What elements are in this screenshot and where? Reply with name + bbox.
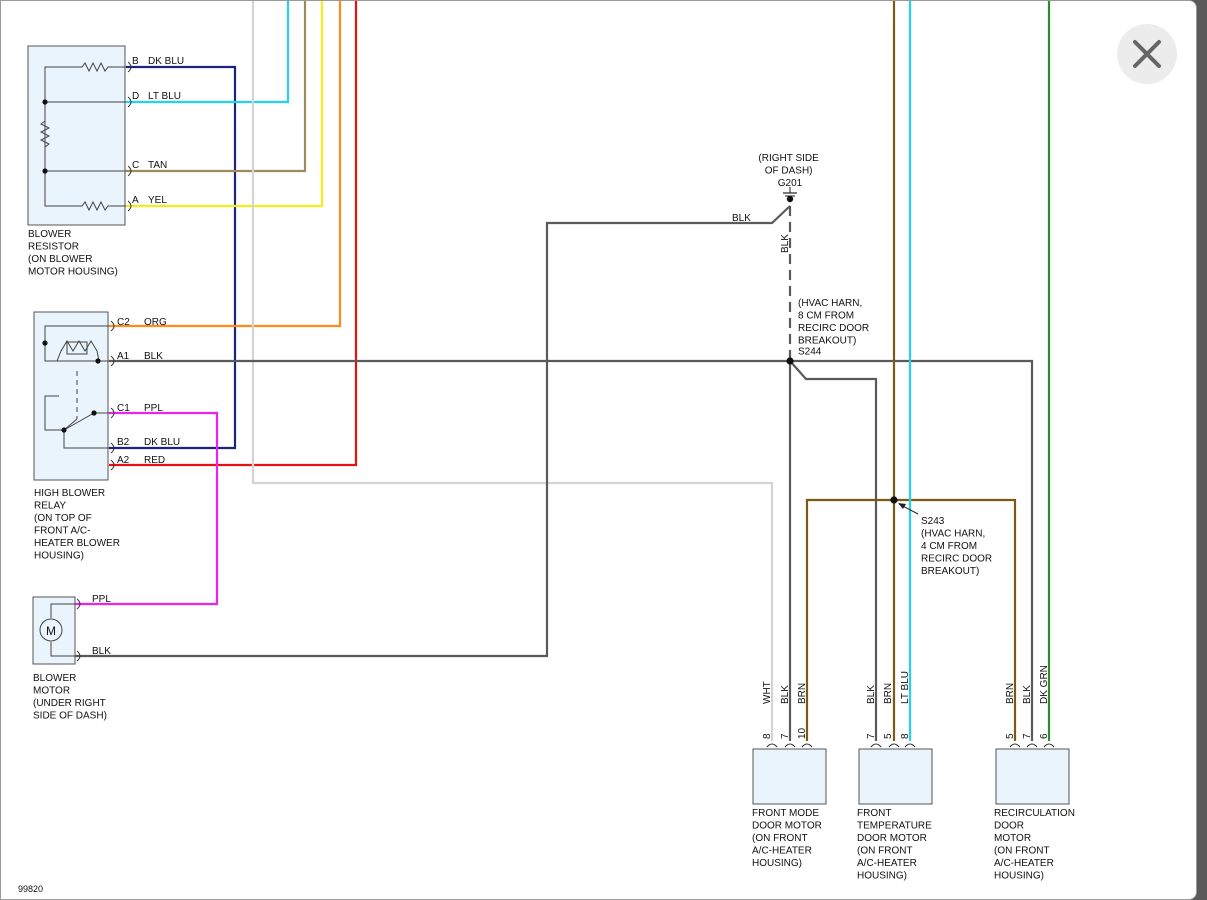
wire-red [109, 1, 358, 467]
mode-wire-blk: BLK [780, 685, 791, 704]
temp-pin-7: 7 [866, 733, 877, 739]
high-blower-relay-label: HIGH BLOWER RELAY (ON TOP OF FRONT A/C- … [34, 488, 123, 562]
labels: B DK BLU D LT BLU C TAN A YEL C2 ORG A1 … [18, 56, 1078, 894]
door-motor-connectors [766, 743, 1055, 748]
high-blower-relay [33, 311, 109, 481]
resistor-wire-d: LT BLU [148, 91, 181, 102]
mode-wire-brn: BRN [797, 683, 808, 704]
recirc-pin-7: 7 [1022, 733, 1033, 739]
relay-pin-b2: B2 [117, 437, 130, 448]
resistor-pin-b: B [132, 56, 139, 67]
resistor-pin-a: A [132, 195, 139, 206]
resistor-pin-c: C [132, 160, 139, 171]
wire-wht [251, 1, 774, 741]
front-mode-door-motor-label: FRONT MODE DOOR MOTOR (ON FRONT A/C-HEAT… [752, 808, 825, 869]
relay-wire-c1: PPL [144, 403, 163, 414]
recirculation-door-motor-label: RECIRCULATION DOOR MOTOR (ON FRONT A/C-H… [994, 808, 1078, 882]
front-mode-door-motor [752, 748, 827, 805]
resistor-wire-b: DK BLU [148, 56, 184, 67]
splice-s243-dot [890, 496, 898, 504]
ground-g201-label: (RIGHT SIDE OF DASH) G201 [758, 153, 821, 189]
splice-s243-arrow [898, 503, 906, 509]
ground-wire-blk-horizontal: BLK [732, 213, 751, 224]
wire-blk-motor-ground [75, 205, 791, 658]
recirc-wire-dk-grn: DK GRN [1039, 665, 1050, 704]
ground-wire-blk-vertical: BLK [780, 234, 791, 253]
mode-pin-10: 10 [797, 727, 808, 739]
resistor-wire-c: TAN [148, 160, 167, 171]
wires [75, 1, 1051, 741]
relay-pin-c1: C1 [117, 403, 130, 414]
resistor-wire-a: YEL [148, 195, 167, 206]
wire-blk-temp [789, 360, 878, 741]
wire-lt-blu [126, 1, 290, 104]
wire-tan [126, 1, 307, 173]
motor-symbol: M [46, 624, 56, 638]
blower-motor-label: BLOWER MOTOR (UNDER RIGHT SIDE OF DASH) [33, 673, 108, 722]
recirc-wire-blk: BLK [1022, 685, 1033, 704]
wire-dk-blu [109, 65, 237, 450]
mode-pin-8: 8 [762, 733, 773, 739]
motor-wire-blk: BLK [92, 646, 111, 657]
recirc-wire-brn: BRN [1005, 683, 1016, 704]
motor-wire-ppl: PPL [92, 594, 111, 605]
recirc-pin-5: 5 [1005, 733, 1016, 739]
close-icon [1133, 40, 1161, 68]
left-connectors [76, 61, 132, 662]
mode-pin-7: 7 [780, 733, 791, 739]
diagram-id: 99820 [18, 884, 43, 894]
resistor-pin-d: D [132, 91, 139, 102]
relay-pin-a1: A1 [117, 351, 130, 362]
blower-motor: M [32, 596, 76, 665]
blower-resistor [27, 45, 126, 226]
splice-s243-label: S243 (HVAC HARN, 4 CM FROM RECIRC DOOR B… [921, 516, 995, 577]
wire-org [109, 1, 342, 328]
relay-wire-a2: RED [144, 455, 165, 466]
front-temperature-door-motor [858, 748, 933, 805]
temp-wire-blk: BLK [866, 685, 877, 704]
wire-ppl [75, 411, 219, 606]
mode-wire-wht: WHT [762, 681, 773, 704]
relay-pin-a2: A2 [117, 455, 130, 466]
close-button[interactable] [1117, 24, 1177, 84]
relay-pin-c2: C2 [117, 317, 130, 328]
temp-pin-5: 5 [883, 733, 894, 739]
temp-wire-lt-blu: LT BLU [900, 671, 911, 704]
relay-wire-a1: BLK [144, 351, 163, 362]
splice-s244-label: (HVAC HARN, 8 CM FROM RECIRC DOOR BREAKO… [798, 298, 872, 358]
wire-blk-relay-a1 [109, 359, 1034, 741]
splice-s244-dot [786, 357, 794, 365]
ground-g201 [783, 187, 797, 203]
recirculation-door-motor [995, 748, 1070, 805]
recirc-pin-6: 6 [1039, 733, 1050, 739]
temp-pin-8: 8 [900, 733, 911, 739]
relay-wire-c2: ORG [144, 317, 167, 328]
front-temperature-door-motor-label: FRONT TEMPERATURE DOOR MOTOR (ON FRONT A… [857, 808, 935, 882]
wire-yel [126, 1, 324, 208]
temp-wire-brn: BRN [883, 683, 894, 704]
relay-wire-b2: DK BLU [144, 437, 180, 448]
blower-resistor-label: BLOWER RESISTOR (ON BLOWER MOTOR HOUSING… [28, 229, 118, 278]
